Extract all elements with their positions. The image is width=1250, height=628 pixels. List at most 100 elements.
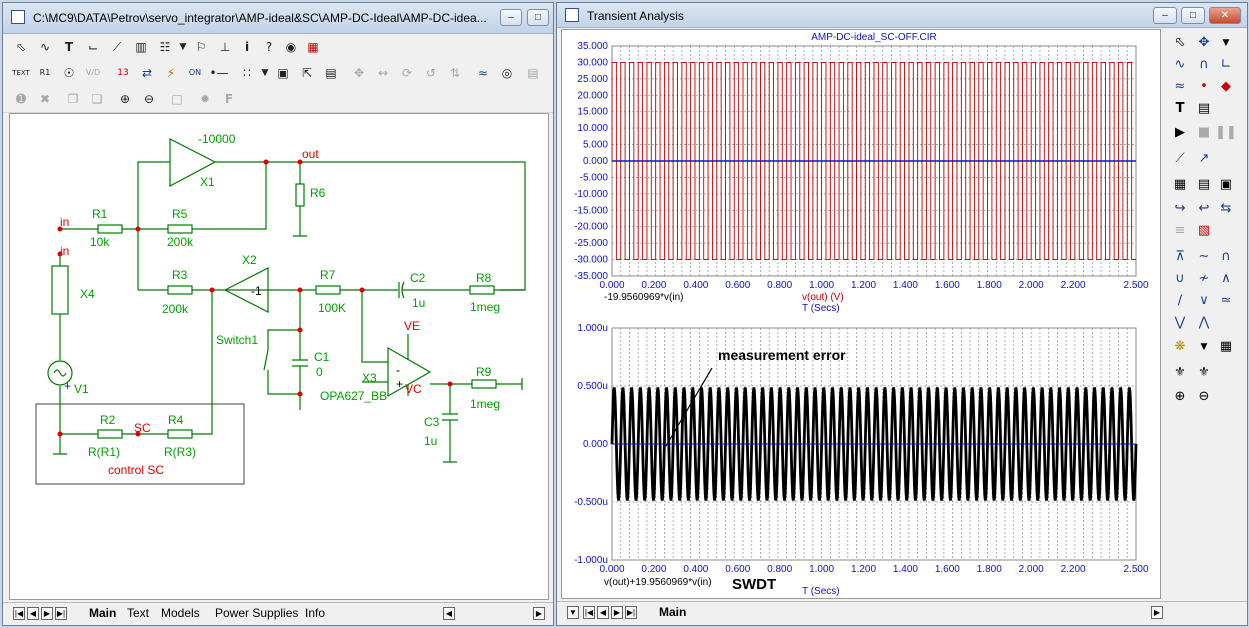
tab-models[interactable]: Models [161,606,200,620]
stop-circle-icon[interactable]: ➊ [15,92,27,106]
tab-dropdown-button[interactable]: ▼ [567,606,579,619]
analysis-maximize-button[interactable]: □ [1181,7,1205,24]
grid-horizontal-icon[interactable]: ▤ [1197,177,1211,192]
point-line-icon[interactable]: ↗ [1198,151,1210,166]
tab-info[interactable]: Info [305,606,326,620]
copy-icon[interactable]: ❐ [67,92,79,106]
top-icon[interactable]: ⋀ [1198,315,1210,330]
move-icon[interactable]: ✥ [1198,35,1210,50]
scroll-left-button[interactable]: ◀ [443,607,455,620]
mirror-icon[interactable]: ↺ [425,66,437,80]
analysis-minimize-button[interactable]: – [1153,7,1177,24]
last-tab-button[interactable]: ▶| [625,606,637,619]
pin-connect-icon[interactable]: •— [209,66,229,80]
text-tool-icon[interactable]: T [64,40,74,54]
label-icon[interactable]: ≈ [1174,79,1186,94]
move-icon[interactable]: ✥ [353,66,365,80]
current-arrows-icon[interactable]: ⇄ [141,66,153,80]
peak-icon[interactable]: ∩ [1199,57,1209,72]
first-tab-button[interactable]: |◀ [583,606,595,619]
text-icon[interactable]: TEXT [12,69,30,77]
dotted-grid-icon[interactable]: ∷ [243,66,251,80]
next-point-icon[interactable]: ∼ [1198,249,1210,264]
tag-right-icon[interactable]: ⚜ [1198,365,1210,380]
dropdown-icon[interactable]: ▼ [179,42,187,52]
next-page-button[interactable]: ▶ [41,607,53,620]
properties-icon[interactable]: ▤ [325,66,337,80]
pause-icon[interactable]: ❚❚ [1215,125,1237,140]
valley-icon[interactable]: ∪ [1175,271,1185,286]
cursor-right-icon[interactable]: ↩ [1198,201,1210,216]
prev-page-button[interactable]: ◀ [27,607,39,620]
probe-icon[interactable]: ⊥ [219,40,231,54]
text-tool-icon[interactable]: T [1175,101,1185,116]
power-icon[interactable]: ⚡ [166,66,176,80]
min-icon[interactable]: ∨ [1199,293,1209,308]
schematic-titlebar[interactable]: C:\MC9\DATA\Petrov\servo_integrator\AMP-… [3,3,553,34]
align-icon[interactable]: ≡ [1174,223,1186,238]
cursor-both-icon[interactable]: ⇆ [1220,201,1232,216]
dropdown-icon[interactable]: ▼ [1222,38,1230,48]
maximize-button[interactable]: □ [527,9,549,26]
help-icon[interactable]: ? [265,40,273,54]
tag-left-icon[interactable]: ⚜ [1174,365,1186,380]
camera-icon[interactable]: ◉ [285,40,297,54]
zoom-out-icon[interactable]: ⊖ [143,92,155,106]
next-tab-button[interactable]: ▶ [611,606,623,619]
dropdown-2-icon[interactable]: ▼ [1200,342,1208,352]
palette-icon[interactable]: ❋ [1174,339,1186,354]
settings-icon[interactable]: ✹ [199,92,211,106]
minimize-button[interactable]: – [500,9,522,26]
analysis-titlebar[interactable]: Transient Analysis – □ ✕ [557,3,1247,28]
pin-icon[interactable]: ☉ [63,66,75,80]
analysis-close-button[interactable]: ✕ [1209,7,1241,24]
wave-icon[interactable]: ∿ [39,40,51,54]
voltage-icon[interactable]: V/D [85,68,101,77]
grid-vertical-icon[interactable]: ▦ [1173,177,1187,192]
flip-icon[interactable]: ⇅ [449,66,461,80]
font-icon[interactable]: F [224,92,234,106]
line-tool-icon[interactable]: ⟋ [1175,151,1185,166]
pointer-icon[interactable]: ⇱ [301,66,313,80]
folder-icon[interactable]: □ [171,92,183,106]
zoom-in-icon[interactable]: ⊕ [1174,389,1186,404]
flag-icon[interactable]: ▥ [135,40,147,54]
tab-main[interactable]: Main [89,606,117,620]
inflection-icon[interactable]: ≁ [1198,271,1210,286]
tag-icon[interactable]: ◆ [1221,79,1231,94]
scale-icon[interactable]: ▧ [1197,223,1211,238]
grid-icon[interactable]: ☷ [159,40,171,54]
stretch-icon[interactable]: ↔ [377,66,389,80]
info-icon[interactable]: i [244,40,250,54]
max-icon[interactable]: ∧ [1221,271,1231,286]
rotate-icon[interactable]: ⟳ [401,66,413,80]
flag-marker-icon[interactable]: ⚐ [195,40,207,54]
period-icon[interactable]: ≃ [1220,293,1232,308]
binoculars-icon[interactable]: ◎ [501,66,513,80]
stop-icon[interactable]: ■ [1197,125,1211,140]
on-icon[interactable]: ON [188,68,202,77]
dropdown-2-icon[interactable]: ▼ [261,68,269,78]
node-icon[interactable]: 13 [117,68,129,78]
scroll-right-button[interactable]: ▶ [533,607,545,620]
cancel-circle-icon[interactable]: ✖ [39,92,51,106]
tab-text[interactable]: Text [127,606,150,620]
diagonal-wire-icon[interactable]: ⟋ [112,40,122,54]
last-page-button[interactable]: ▶| [55,607,67,620]
window-icon[interactable]: ▣ [277,66,289,80]
properties-icon[interactable]: ▤ [1197,101,1211,116]
cursor-left-icon[interactable]: ↪ [1174,201,1186,216]
prev-tab-button[interactable]: ◀ [597,606,609,619]
schematic-canvas[interactable]: -10000 X1 R6 R1 10k R5 200k X4 R3 200k X… [9,113,549,600]
bottom-icon[interactable]: ⋁ [1174,315,1186,330]
component-icon[interactable]: ▦ [307,40,319,54]
scroll-right-button[interactable]: ▶ [1151,606,1163,619]
high-icon[interactable]: ∩ [1221,249,1231,264]
grid-box-icon[interactable]: ▣ [1219,177,1233,192]
run-icon[interactable]: ▶ [1175,125,1185,140]
paste-icon[interactable]: ❏ [91,92,103,106]
select-arrow-icon[interactable]: ⬁ [15,40,27,54]
table-icon[interactable]: ▦ [1219,339,1233,354]
find-icon[interactable]: ≈ [477,66,489,80]
